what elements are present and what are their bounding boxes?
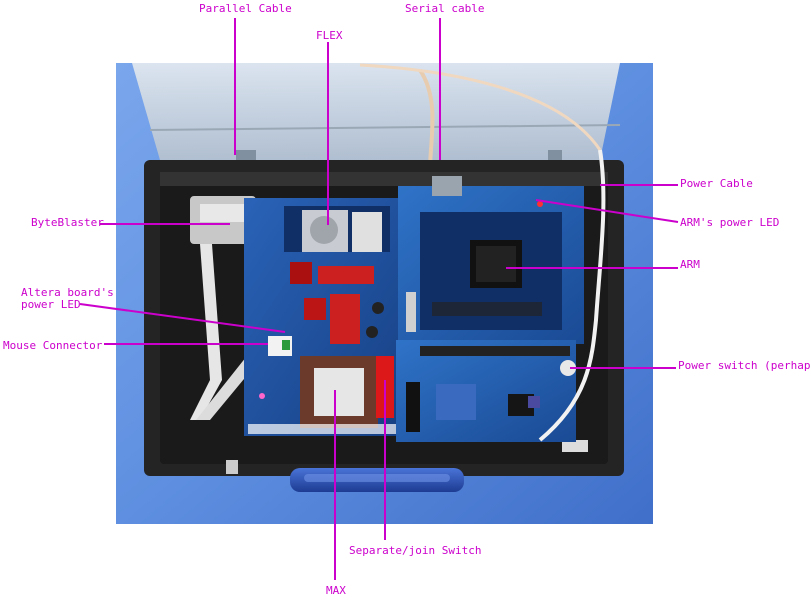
label-max: MAX: [326, 584, 346, 597]
case-lid: [132, 63, 621, 171]
label-byteblaster: ByteBlaster: [31, 216, 104, 229]
label-arm-power-led: ARM's power LED: [680, 216, 780, 229]
arm-board: [398, 176, 584, 344]
leader-altera-led: [79, 303, 286, 333]
leader-lines: [79, 18, 679, 580]
label-separate-join-switch: Separate/join Switch: [349, 544, 482, 557]
label-mouse-connector: Mouse Connector: [3, 339, 103, 352]
label-power-switch: Power switch (perhaps): [678, 359, 811, 372]
label-parallel-cable: Parallel Cable: [199, 2, 292, 15]
label-serial-cable: Serial cable: [405, 2, 485, 15]
label-altera-led-line2: power LED: [21, 298, 81, 311]
power-switch-knob: [560, 360, 576, 376]
label-arm: ARM: [680, 258, 700, 271]
case-handle: [290, 468, 464, 492]
expansion-board: [396, 340, 576, 442]
label-altera-led-line1: Altera board's: [21, 286, 114, 299]
power-led-highlight: [259, 393, 265, 399]
leader-arm-power-led: [535, 199, 679, 223]
label-flex: FLEX: [316, 29, 343, 42]
power-cable: [538, 149, 606, 442]
label-power-cable: Power Cable: [680, 177, 753, 190]
altera-board: [244, 198, 404, 436]
